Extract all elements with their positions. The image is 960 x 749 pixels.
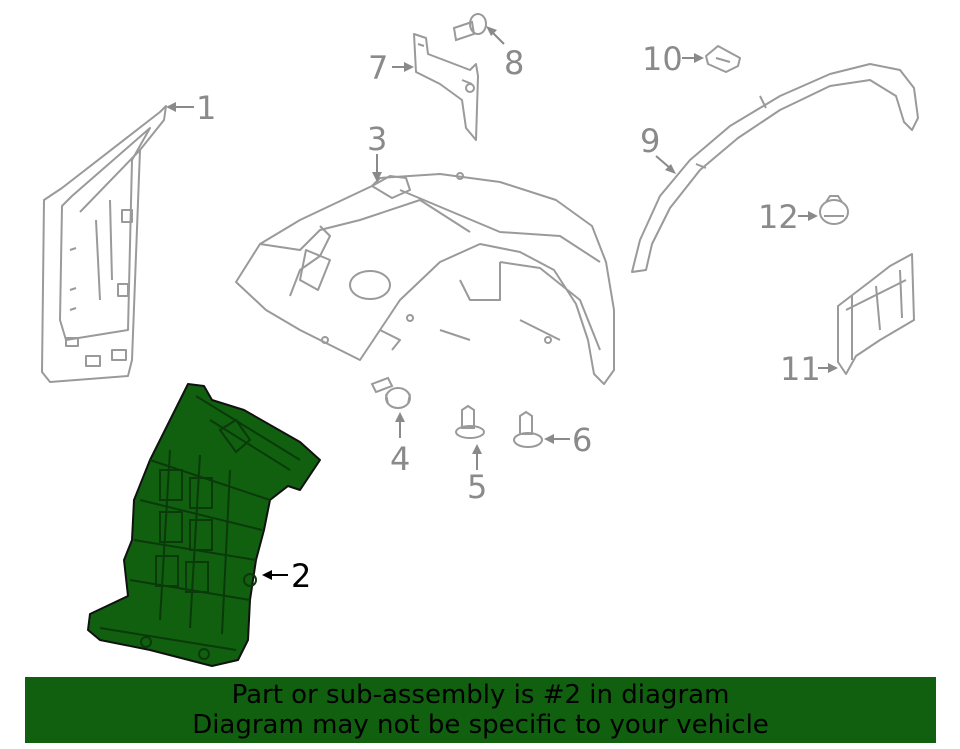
callout-3-arrowhead [372,172,382,182]
callout-10-arrowhead [694,53,704,63]
callout-9-arrowhead [665,164,676,174]
banner-line-part-number: Part or sub-assembly is #2 in diagram [231,680,730,710]
part-2-inner-fender-liner[interactable] [87,383,321,667]
part-6-bolt[interactable] [513,410,543,448]
part-9-wheel-arch-molding[interactable] [631,63,919,273]
part-3-wheelhouse-liner[interactable] [235,172,615,385]
info-banner: Part or sub-assembly is #2 in diagram Di… [25,677,936,743]
callout-8-label[interactable]: 8 [504,44,524,82]
callout-10-label[interactable]: 10 [642,40,683,78]
callout-7-label[interactable]: 7 [368,49,388,87]
part-1-fender-panel[interactable] [41,105,167,383]
callout-5-arrowhead [472,444,482,454]
callout-1-arrowhead [166,102,176,112]
callout-6-arrowhead [544,434,554,444]
part-8-screw[interactable] [452,13,487,42]
part-10-clip[interactable] [705,45,741,73]
callout-4-arrowhead [395,412,405,422]
callout-11-arrowhead [828,363,838,373]
part-5-bolt[interactable] [455,404,485,439]
callout-9-leader [655,155,671,169]
callout-11-label[interactable]: 11 [780,350,821,388]
callout-7-arrowhead [404,62,414,72]
exploded-parts-diagram: 1 [41,13,919,667]
part-12-push-pin[interactable] [819,195,849,225]
callout-6-label[interactable]: 6 [572,421,592,459]
callout-4-label[interactable]: 4 [390,440,410,478]
part-4-push-clip[interactable] [370,376,411,409]
part-7-bracket[interactable] [413,33,479,141]
callout-1-label[interactable]: 1 [196,89,216,127]
callout-12-arrowhead [808,211,818,221]
callout-5-label[interactable]: 5 [467,468,487,506]
part-11-rocker-molding[interactable] [837,253,915,375]
banner-line-disclaimer: Diagram may not be specific to your vehi… [192,710,769,740]
callout-2-arrowhead [262,570,272,580]
callout-2-label[interactable]: 2 [291,557,311,595]
callout-8-arrowhead [486,26,497,36]
callout-9-label[interactable]: 9 [640,122,660,160]
callout-12-label[interactable]: 12 [758,198,799,236]
callout-3-label[interactable]: 3 [367,120,387,158]
